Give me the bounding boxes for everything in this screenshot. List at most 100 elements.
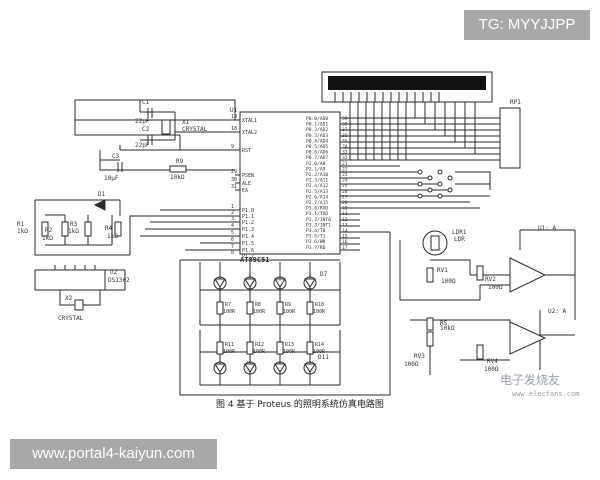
mcu-pin-label: P2.3/A11: [306, 178, 328, 184]
mcu-ref: U1: [230, 107, 238, 114]
c3-label: C3: [112, 153, 120, 160]
rv4-label: RV4: [487, 358, 498, 365]
r5-value: 10kΩ: [440, 325, 455, 332]
mcu-pin-label: P2.6/A14: [306, 194, 328, 200]
crystal-x2: [74, 299, 84, 311]
led-ring: [243, 276, 257, 290]
mcu-pin-label: P2.1/A9: [306, 166, 326, 172]
led-diode: [244, 363, 256, 373]
mcu-pin-label: P2.2/A10: [306, 172, 328, 178]
mcu-pin-number: 37: [342, 127, 348, 133]
mcu-pin-label: P3.4/T0: [306, 228, 326, 234]
mcu-pin-label: P0.6/AD6: [306, 150, 328, 156]
mcu-pin-number: 3: [231, 216, 234, 222]
mcu-pin-number: 22: [342, 166, 348, 172]
mcu-pin-number: 35: [342, 138, 348, 144]
mcu-pin-label: P3.1/TXD: [306, 211, 328, 217]
mcu-pin-number: 18: [231, 126, 237, 132]
r3-label: R3: [70, 221, 78, 228]
mcu-pin-number: 19: [231, 114, 237, 120]
c3-value: 10μF: [104, 175, 119, 182]
resistor-pack: [499, 107, 521, 169]
mcu-pin-label: P3.6/WR: [306, 239, 326, 245]
mcu-pin-label: RST: [242, 148, 251, 154]
r4-value: 1kΩ: [107, 233, 118, 240]
mcu-pin-number: 24: [342, 178, 348, 184]
ldr-value: LDR: [454, 236, 465, 243]
led-ring: [213, 361, 227, 375]
mcu-pin-label: P3.7/RD: [306, 245, 326, 251]
led-diode: [304, 278, 316, 288]
r4-label: R4: [105, 225, 113, 232]
mcu-pin-label: P0.5/AD5: [306, 144, 328, 150]
led-resistor: [246, 341, 254, 355]
led-ring: [273, 276, 287, 290]
led-diode: [244, 278, 256, 288]
mcu-pin-number: 6: [231, 237, 234, 243]
mcu-body: [239, 111, 341, 255]
mcu-pin-number: 23: [342, 172, 348, 178]
diode-d1: [93, 199, 106, 211]
mcu-pin-label: XTAL2: [242, 130, 257, 136]
rv4-value: 100Ω: [484, 366, 499, 373]
r1-value: 1kΩ: [17, 228, 28, 235]
d11-label: D11: [318, 354, 329, 361]
x2-label: X2: [65, 295, 73, 302]
led-resistor-ref: R11: [225, 342, 234, 348]
rv3-value: 100Ω: [404, 361, 419, 368]
mcu-pin-label: P3.5/T1: [306, 234, 326, 240]
mcu-pin-label: ALE: [242, 181, 251, 187]
led-diode: [304, 363, 316, 373]
led-resistor: [216, 341, 224, 355]
mcu-pin-label: XTAL1: [242, 118, 257, 124]
mcu-pin-number: 32: [342, 155, 348, 161]
c2-label: C2: [142, 126, 150, 133]
watermark-top-right: TG: MYYJJPP: [464, 10, 590, 40]
led-resistor: [246, 301, 254, 315]
mcu-pin-label: P3.3/INT1: [306, 222, 331, 228]
mcu-pin-label: P2.5/A13: [306, 189, 328, 195]
led-diode: [274, 363, 286, 373]
resistor-r9: [169, 165, 187, 173]
mcu-pin-label: P1.0: [242, 208, 254, 214]
capacitors: [117, 108, 153, 172]
opamp-u1a: [509, 257, 547, 293]
ldr-body: [430, 235, 440, 251]
r2-value: 1kΩ: [42, 235, 53, 242]
led-resistor-ref: R14: [315, 342, 324, 348]
figure-caption: 图 4 基于 Proteus 的照明系统仿真电路图: [216, 398, 384, 410]
mcu-pin-label: P3.0/RXD: [306, 206, 328, 212]
mcu-pin-number: 4: [231, 223, 234, 229]
led-resistor-value: 100R: [253, 349, 266, 355]
mcu-pin-label: P1.7: [242, 254, 254, 260]
mcu-pin-label: P2.0/A8: [306, 161, 326, 167]
led-resistor-ref: R7: [225, 302, 231, 308]
c2-value: 22pF: [135, 142, 150, 149]
mcu-pin-number: 31: [231, 184, 237, 190]
x1-value: CRYSTAL: [182, 126, 208, 133]
mcu-pin-number: 27: [342, 194, 348, 200]
mcu-pin-number: 36: [342, 133, 348, 139]
u1a-label: U1: A: [538, 225, 556, 232]
led-resistor-ref: R13: [285, 342, 294, 348]
mcu-pin-label: P0.0/AD0: [306, 116, 328, 122]
mcu-pin-label: P0.3/AD3: [306, 133, 328, 139]
c1-label: C1: [142, 99, 150, 106]
led-resistor-value: 100R: [313, 309, 326, 315]
led-resistor: [216, 301, 224, 315]
mcu-pin-number: 33: [342, 150, 348, 156]
mcu-pin-label: P1.2: [242, 220, 254, 226]
crystal-x1: [161, 119, 171, 135]
led-resistor-ref: R9: [285, 302, 291, 308]
mcu-pin-label: P2.4/A12: [306, 183, 328, 189]
led-resistor-ref: R10: [315, 302, 324, 308]
mcu-pin-number: 39: [342, 116, 348, 122]
x2-value: CRYSTAL: [58, 315, 84, 322]
led-resistor: [306, 341, 314, 355]
mcu-pin-number: 5: [231, 230, 234, 236]
mcu-pin-number: 1: [231, 204, 234, 210]
mcu-pin-number: 25: [342, 183, 348, 189]
site-logo-text: 电子发烧友: [500, 372, 560, 387]
